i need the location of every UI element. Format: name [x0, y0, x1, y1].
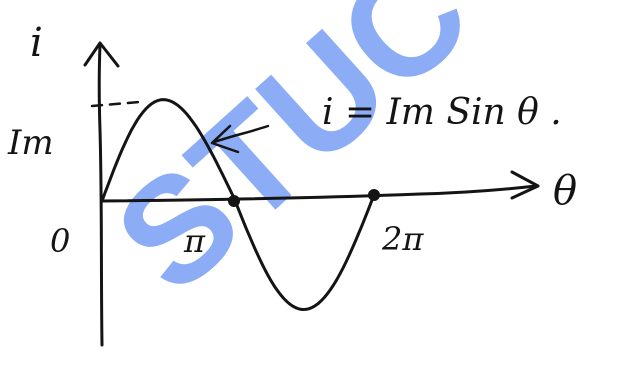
tick-label-pi: π [183, 222, 206, 260]
y-axis-line [97, 43, 104, 347]
equation-label: i = Im Sin θ . [322, 92, 562, 133]
watermark-text: STUC [84, 0, 500, 324]
amplitude-label: Im [7, 123, 54, 163]
equation-pointer-arrow [210, 124, 270, 154]
y-axis-label: i [30, 20, 43, 66]
amplitude-marker [90, 100, 142, 108]
y-axis [83, 41, 120, 347]
pi-crossing-dot [228, 195, 240, 207]
y-axis-arrowhead [83, 41, 120, 68]
tick-label-two-pi: 2π [381, 220, 424, 258]
pointer-shaft [212, 124, 270, 144]
x-axis-label: θ [553, 168, 577, 214]
origin-label: 0 [50, 222, 70, 260]
watermark: STUC [84, 0, 500, 324]
pointer-head [210, 124, 240, 154]
two-pi-crossing-dot [368, 189, 380, 201]
x-axis-arrowhead [510, 170, 540, 200]
